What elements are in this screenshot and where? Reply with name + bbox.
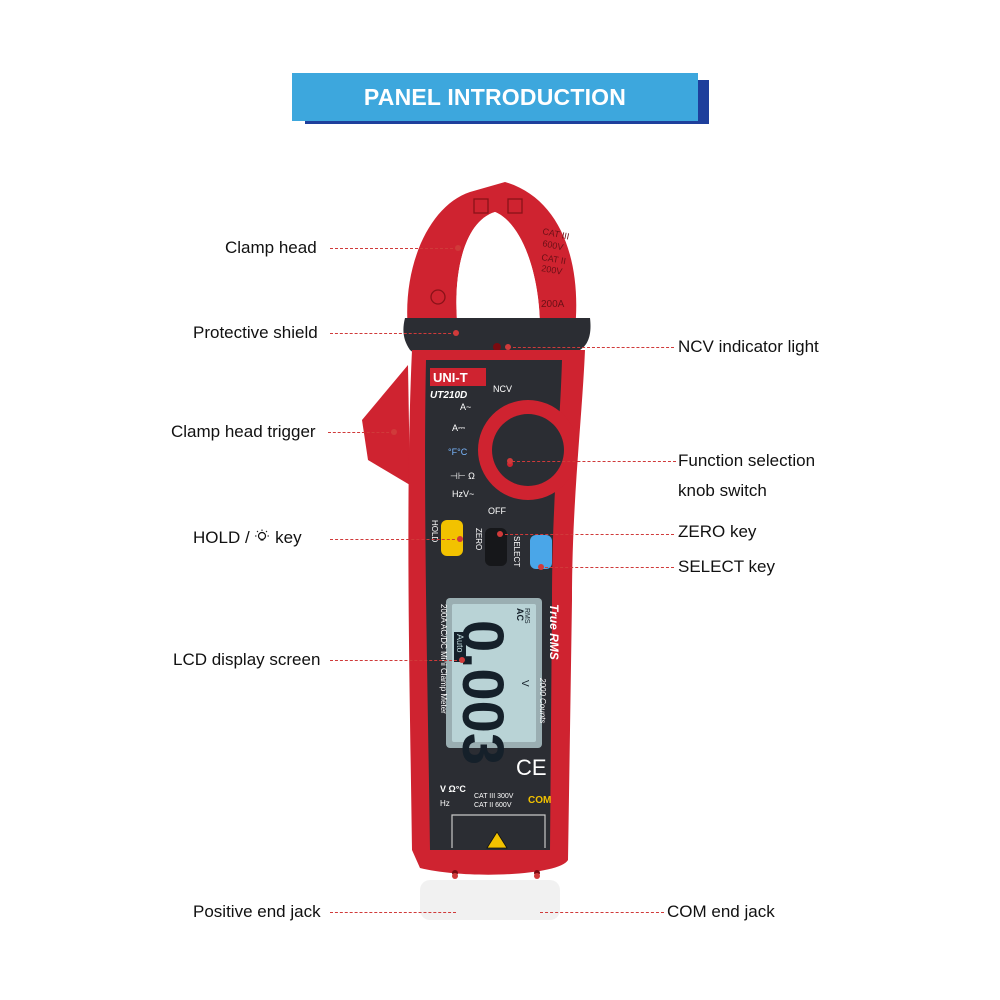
dot-clamp-head — [455, 245, 461, 251]
clamp-head — [407, 182, 577, 330]
clamp-cat-ii-v: 200V — [541, 263, 563, 277]
function-selection-knob — [492, 414, 564, 486]
jack-cat-iii: CAT III 300V — [474, 793, 514, 800]
select-key — [530, 535, 552, 569]
jack-label-hz: Hz — [440, 799, 450, 808]
label-protective-shield: Protective shield — [193, 323, 318, 342]
leader-hold — [330, 539, 460, 540]
dial-label-aac: A~ — [460, 402, 471, 412]
hold-key — [441, 520, 463, 556]
jack-cat-ii: CAT II 600V — [474, 802, 512, 809]
lcd-display-screen — [452, 604, 536, 742]
ce-mark: CE — [516, 755, 547, 780]
counts-text: 2000 Counts — [538, 677, 547, 723]
leader-ncv — [508, 347, 674, 348]
jack-label-v-ohm: V Ω°C — [440, 784, 466, 794]
leader-protective-shield — [330, 333, 456, 334]
dot-hold — [457, 536, 463, 542]
clamp-head-trigger — [362, 365, 410, 485]
label-ncv-indicator-light: NCV indicator light — [678, 337, 819, 356]
lcd-auto: Auto — [455, 634, 465, 653]
leader-positive-jack — [330, 912, 456, 913]
lcd-unit: V — [519, 680, 530, 687]
page-title: PANEL INTRODUCTION — [363, 83, 627, 110]
clamp-marks: CAT III 600V CAT II 200V 200A — [430, 198, 570, 310]
leader-zero — [500, 534, 674, 535]
zero-key-label: ZERO — [474, 528, 483, 550]
hold-key-label: HOLD — [430, 520, 439, 542]
label-positive-end-jack: Positive end jack — [193, 902, 321, 921]
dial-label-ncv: NCV — [493, 384, 512, 394]
dial-label-volt: HzV~ — [452, 489, 474, 499]
label-hold-key-suffix: key — [275, 528, 302, 547]
dot-ncv — [505, 344, 511, 350]
leader-lcd — [330, 660, 462, 661]
label-clamp-head: Clamp head — [225, 238, 317, 257]
dot-protective-shield — [453, 330, 459, 336]
dot-function-knob — [507, 458, 513, 464]
dial-label-adc: A⎓ — [452, 423, 465, 433]
backlight-bulb-icon — [255, 529, 270, 541]
label-select-key: SELECT key — [678, 557, 776, 576]
warning-triangle-icon — [486, 831, 508, 849]
banner: PANEL INTRODUCTION — [292, 73, 698, 121]
lcd-ac: AC — [515, 608, 525, 621]
dot-trigger — [391, 429, 397, 435]
jack-area-outline — [451, 814, 546, 848]
clamp-head-inner — [456, 212, 540, 330]
label-zero-key: ZERO key — [678, 522, 757, 541]
leader-com-jack — [540, 912, 664, 913]
zero-key — [485, 528, 507, 566]
dot-zero — [497, 531, 503, 537]
label-com-end-jack: COM end jack — [667, 902, 775, 921]
clamp-cat-ii: CAT II — [541, 252, 567, 266]
jack-com-label: COM — [528, 795, 551, 806]
brand-logo: UNI-T — [433, 370, 468, 385]
label-knob-switch: knob switch — [678, 481, 767, 500]
label-hold-key-prefix: HOLD / — [193, 528, 250, 547]
label-hold-key: HOLD / key — [193, 528, 302, 548]
dot-select — [538, 564, 544, 570]
clamp-rating: 200A — [541, 299, 565, 310]
leader-clamp-head — [330, 248, 458, 249]
lcd-rms: RMS — [523, 608, 530, 624]
dot-com-jack — [534, 873, 540, 879]
model-number: UT210D — [430, 390, 467, 401]
ncv-indicator-light — [493, 343, 501, 351]
dial-label-temp: °F°C — [448, 447, 468, 457]
dial-label-cap-ohm: ⊣⊢ Ω — [450, 471, 475, 481]
dot-lcd — [459, 657, 465, 663]
device-reflection — [420, 880, 560, 920]
select-key-label: SELECT — [512, 536, 521, 567]
clamp-cat-iii-v: 600V — [542, 238, 565, 252]
leader-function-knob — [512, 461, 676, 462]
label-lcd-display-screen: LCD display screen — [173, 650, 321, 669]
label-function-selection: Function selection — [678, 451, 816, 470]
leader-select — [545, 567, 674, 568]
dial-label-off: OFF — [488, 506, 506, 516]
dial-labels: NCV A~ A⎓ °F°C ⊣⊢ Ω HzV~ OFF — [448, 384, 512, 516]
true-rms-text: True RMS — [547, 604, 561, 660]
label-clamp-head-trigger: Clamp head trigger — [171, 422, 316, 441]
leader-trigger — [328, 432, 394, 433]
dot-positive-jack — [452, 873, 458, 879]
description-text: 200A AC/DC Mini Clamp Meter — [439, 604, 448, 714]
protective-shield — [403, 318, 591, 358]
